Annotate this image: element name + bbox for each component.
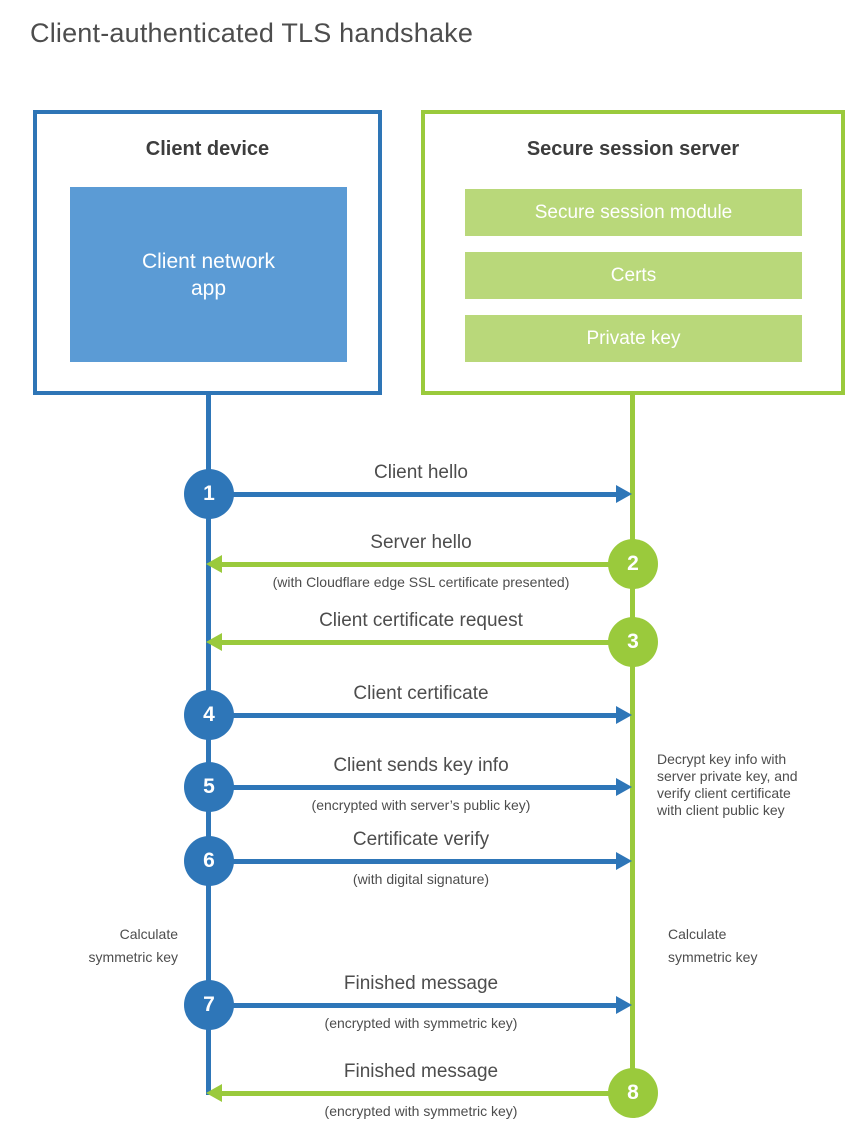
step-number-badge: 8 bbox=[608, 1068, 658, 1118]
arrow-right-icon bbox=[616, 996, 632, 1014]
certs-bar: Certs bbox=[465, 252, 802, 299]
client-device-title: Client device bbox=[145, 138, 270, 160]
arrow-right-icon bbox=[616, 778, 632, 796]
secure-session-module-bar: Secure session module bbox=[465, 189, 802, 236]
message-arrow-line bbox=[209, 492, 616, 497]
message-label: Client hello bbox=[374, 462, 468, 483]
message-label: Finished message bbox=[343, 1061, 499, 1082]
step-number-badge: 2 bbox=[608, 539, 658, 589]
decrypt-key-note: Decrypt key info with server private key… bbox=[657, 751, 798, 818]
message-sublabel: (encrypted with symmetric key) bbox=[324, 1103, 518, 1119]
step-number-badge: 4 bbox=[184, 690, 234, 740]
step-number-badge: 3 bbox=[608, 617, 658, 667]
message-arrow-line bbox=[209, 785, 616, 790]
arrow-left-icon bbox=[206, 555, 222, 573]
arrow-left-icon bbox=[206, 1084, 222, 1102]
step-number-badge: 7 bbox=[184, 980, 234, 1030]
arrow-right-icon bbox=[616, 485, 632, 503]
message-sublabel: (with Cloudflare edge SSL certificate pr… bbox=[272, 574, 570, 590]
message-label: Finished message bbox=[343, 973, 499, 994]
calculate-symmetric-key-note-server: Calculate symmetric key bbox=[668, 926, 758, 965]
step-number-badge: 6 bbox=[184, 836, 234, 886]
calculate-symmetric-key-note-client: Calculate symmetric key bbox=[88, 926, 178, 965]
step-number-badge: 5 bbox=[184, 762, 234, 812]
message-arrow-line bbox=[222, 1091, 633, 1096]
message-label: Server hello bbox=[370, 532, 472, 553]
message-sublabel: (encrypted with server’s public key) bbox=[311, 797, 531, 813]
client-network-app-box: Client network app bbox=[70, 187, 347, 362]
message-label: Certificate verify bbox=[352, 829, 490, 850]
server-lifeline bbox=[630, 395, 635, 1095]
arrow-right-icon bbox=[616, 852, 632, 870]
message-sublabel: (encrypted with symmetric key) bbox=[324, 1015, 518, 1031]
arrow-right-icon bbox=[616, 706, 632, 724]
message-arrow-line bbox=[209, 1003, 616, 1008]
secure-session-server-title: Secure session server bbox=[526, 138, 740, 160]
message-label: Client sends key info bbox=[333, 755, 509, 776]
message-arrow-line bbox=[209, 713, 616, 718]
page-title: Client-authenticated TLS handshake bbox=[30, 18, 474, 48]
message-arrow-line bbox=[222, 640, 633, 645]
arrow-left-icon bbox=[206, 633, 222, 651]
message-label: Client certificate bbox=[353, 683, 489, 704]
client-lifeline bbox=[206, 395, 211, 1095]
message-arrow-line bbox=[209, 859, 616, 864]
step-number-badge: 1 bbox=[184, 469, 234, 519]
message-arrow-line bbox=[222, 562, 633, 567]
message-sublabel: (with digital signature) bbox=[352, 871, 490, 887]
private-key-bar: Private key bbox=[465, 315, 802, 362]
message-label: Client certificate request bbox=[319, 610, 523, 631]
